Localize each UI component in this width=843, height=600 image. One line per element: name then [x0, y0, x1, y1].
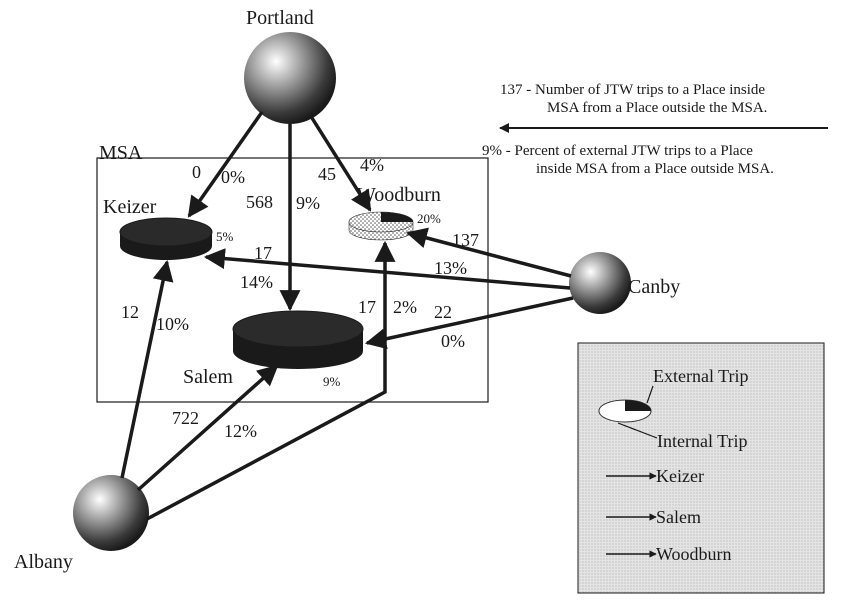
- canby-label: Canby: [628, 276, 680, 298]
- flow-arrow-albany-salem: [136, 364, 279, 492]
- flow-percent-albany-woodburn: 2%: [393, 297, 417, 317]
- flow-arrow-portland-woodburn: [310, 117, 372, 212]
- salem-external-share: 9%: [323, 374, 341, 389]
- flow-trips-canby-salem: 22: [434, 302, 452, 322]
- flow-arrow-canby-woodburn: [405, 227, 572, 278]
- albany-node: [73, 475, 149, 551]
- flow-arrow-albany-woodburn: [146, 240, 396, 521]
- flow-percent-portland-salem: 9%: [296, 193, 320, 213]
- flow-percent-canby-woodburn: 13%: [434, 258, 467, 278]
- woodburn-external-share: 20%: [417, 211, 441, 226]
- legend-internal-pointer: [617, 422, 658, 439]
- legend-external-pointer: [646, 385, 654, 404]
- flow-arrow-canby-keizer: [203, 248, 571, 290]
- flow-percent-canby-keizer: 14%: [240, 272, 273, 292]
- legend-pie-icon: [598, 399, 652, 423]
- flow-trips-portland-salem: 568: [246, 192, 273, 212]
- key-trips-line-2: MSA from a Place outside the MSA.: [547, 100, 767, 116]
- legend-woodburn-label: Woodburn: [656, 544, 732, 564]
- flow-percent-canby-salem: 0%: [441, 331, 465, 351]
- key-percent-line-2: inside MSA from a Place outside MSA.: [536, 161, 774, 177]
- flow-trips-canby-woodburn: 137: [452, 230, 479, 250]
- key-trips-line-1: 137 - Number of JTW trips to a Place ins…: [500, 82, 765, 98]
- flow-percent-portland-woodburn: 4%: [360, 155, 384, 175]
- flow-arrow-canby-salem: [364, 296, 574, 350]
- albany-label: Albany: [14, 551, 73, 573]
- flow-trips-portland-woodburn: 45: [318, 164, 336, 184]
- flow-percent-albany-salem: 12%: [224, 421, 257, 441]
- key-percent-line-1: 9% - Percent of external JTW trips to a …: [482, 143, 753, 159]
- flow-trips-canby-keizer: 17: [254, 243, 272, 263]
- flow-arrow-albany-keizer: [120, 259, 174, 479]
- woodburn-pie: [348, 211, 414, 241]
- legend-box: [577, 342, 825, 594]
- legend-salem-label: Salem: [656, 507, 701, 527]
- keizer-pie: [119, 217, 213, 260]
- canby-node: [569, 252, 631, 314]
- legend-external-label: External Trip: [653, 366, 749, 386]
- legend-internal-label: Internal Trip: [657, 431, 748, 451]
- flow-percent-portland-keizer: 0%: [221, 167, 245, 187]
- portland-node: [244, 32, 336, 124]
- keizer-external-share: 5%: [216, 229, 234, 244]
- flow-trips-portland-keizer: 0: [192, 162, 201, 182]
- salem-label: Salem: [183, 366, 233, 388]
- woodburn-label: Woodburn: [357, 184, 441, 206]
- flow-arrow-portland-keizer: [187, 110, 264, 218]
- legend-keizer-label: Keizer: [656, 466, 704, 486]
- flow-trips-albany-woodburn: 17: [358, 297, 376, 317]
- flow-percent-albany-keizer: 10%: [156, 314, 189, 334]
- flow-trips-albany-salem: 722: [172, 408, 199, 428]
- flow-trips-albany-keizer: 12: [121, 302, 139, 322]
- portland-label: Portland: [246, 7, 314, 29]
- keizer-label: Keizer: [103, 196, 157, 218]
- msa-label: MSA: [99, 142, 143, 164]
- salem-pie: [232, 310, 364, 369]
